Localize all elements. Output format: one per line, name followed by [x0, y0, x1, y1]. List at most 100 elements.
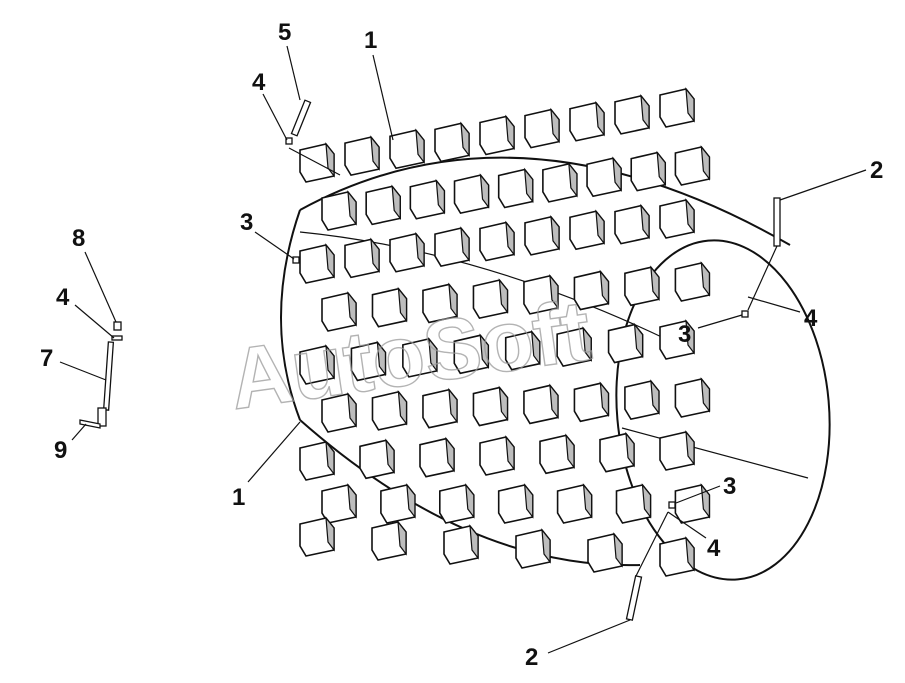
drum-tooth: [523, 273, 559, 315]
leader-3-right: [697, 314, 743, 329]
callout-3-right: 3: [678, 321, 691, 348]
callout-2-bottom: 2: [525, 644, 538, 671]
drum-tooth: [422, 282, 458, 324]
drum-tooth: [453, 333, 490, 375]
drum-tooth: [344, 135, 380, 177]
leader-3-bottom: [675, 485, 721, 504]
drum-tooth: [614, 93, 650, 135]
ring-part-3-bottom: [668, 501, 676, 509]
callout-4-right: 4: [804, 305, 818, 332]
drum-tooth: [659, 319, 695, 360]
drum-tooth: [569, 100, 605, 142]
leader-lines: [59, 45, 867, 654]
drum-tooth: [479, 220, 515, 262]
drum-tooth: [389, 231, 425, 273]
drum-tooth: [573, 381, 610, 423]
drum-tooth: [624, 265, 660, 307]
drum-tooth: [659, 536, 695, 577]
leader-5: [286, 45, 301, 101]
leader-2-top: [779, 169, 867, 201]
leader-4-left: [74, 304, 115, 339]
drum-tooth: [371, 520, 407, 561]
drum-tooth: [299, 440, 335, 481]
drum-tooth: [515, 528, 551, 569]
ring-part-3-left: [292, 256, 300, 264]
drum-tooth: [321, 483, 357, 524]
drum-tooth: [659, 198, 695, 239]
leader-8: [84, 251, 117, 323]
callout-4-top: 4: [252, 69, 266, 96]
pin-part-2-top: [773, 197, 781, 247]
drum-tooth: [614, 203, 650, 245]
drum-tooth: [504, 329, 541, 371]
drum-tooth: [587, 532, 623, 573]
drum-tooth: [350, 340, 387, 382]
leader-4-top: [262, 93, 288, 141]
drum-tooth: [299, 243, 335, 284]
leader-4-bottom: [667, 511, 707, 539]
drum-tooth: [359, 438, 395, 480]
drum-tooth: [443, 524, 479, 565]
drum-tooth: [599, 431, 635, 473]
drum-tooth: [299, 344, 335, 385]
drum-tooth: [674, 377, 711, 418]
drum-tooth: [419, 436, 455, 478]
drum-tooth: [434, 226, 470, 268]
callout-4-bottom: 4: [707, 535, 721, 562]
drum-tooth: [371, 389, 408, 431]
drum-tooth: [321, 392, 357, 433]
callout-4-left: 4: [56, 284, 70, 311]
drum-tooth: [556, 483, 593, 524]
callout-8: 8: [72, 225, 85, 252]
callout-5: 5: [278, 19, 291, 46]
leader-4-right: [747, 296, 801, 313]
drum-tooth: [344, 237, 380, 279]
drum-tooth: [479, 435, 515, 476]
leader-4-top-to-drum: [288, 147, 341, 176]
leader-2-bottom: [547, 619, 631, 654]
pin-part-2-bottom: [625, 575, 643, 621]
drum-teeth: [299, 87, 711, 577]
drum-tooth: [569, 209, 605, 251]
callout-9: 9: [54, 437, 67, 464]
exploded-parts: [79, 99, 781, 621]
drum-seam-lower: [621, 427, 809, 479]
drum-tooth: [497, 167, 534, 209]
clip-part-9: [79, 419, 101, 429]
leader-3-left: [254, 231, 295, 260]
callout-2-top: 2: [870, 157, 883, 184]
drum-tooth: [472, 278, 509, 320]
drum-seam-upper: [299, 231, 669, 341]
callouts: 1 1 2 2 3 3 3 4 4 4 4 5 7 8 9: [40, 19, 883, 671]
drum-tooth: [479, 114, 515, 156]
pin-part-5: [290, 99, 312, 137]
drum-tooth: [380, 483, 416, 524]
drum-tooth: [365, 184, 401, 226]
rod-part-7: [102, 341, 115, 411]
callout-3-left: 3: [240, 209, 253, 236]
drum-assembly: [280, 87, 831, 581]
drum-tooth: [524, 107, 560, 149]
ring-part-3-right: [741, 310, 749, 318]
leader-1-bottom: [247, 421, 301, 483]
drum-tooth: [409, 178, 446, 220]
drum-tooth: [542, 161, 578, 203]
drum-tooth: [630, 150, 667, 192]
leader-7: [59, 361, 107, 381]
drum-tooth: [674, 483, 711, 524]
drum-tooth: [299, 516, 335, 557]
drum-tooth: [659, 87, 695, 128]
drum-tooth: [439, 483, 475, 524]
nut-part-8: [113, 321, 122, 331]
drum-tooth: [472, 385, 509, 427]
drum-tooth: [402, 336, 438, 378]
drum-tooth: [659, 430, 695, 471]
drum-tooth: [539, 433, 575, 475]
leader-2-bottom-shaft: [635, 511, 669, 577]
drum-tooth: [615, 483, 652, 524]
drum-tooth: [573, 269, 610, 311]
drum-tooth: [674, 145, 711, 186]
callout-3-bottom: 3: [723, 473, 736, 500]
drum-tooth: [371, 286, 408, 328]
